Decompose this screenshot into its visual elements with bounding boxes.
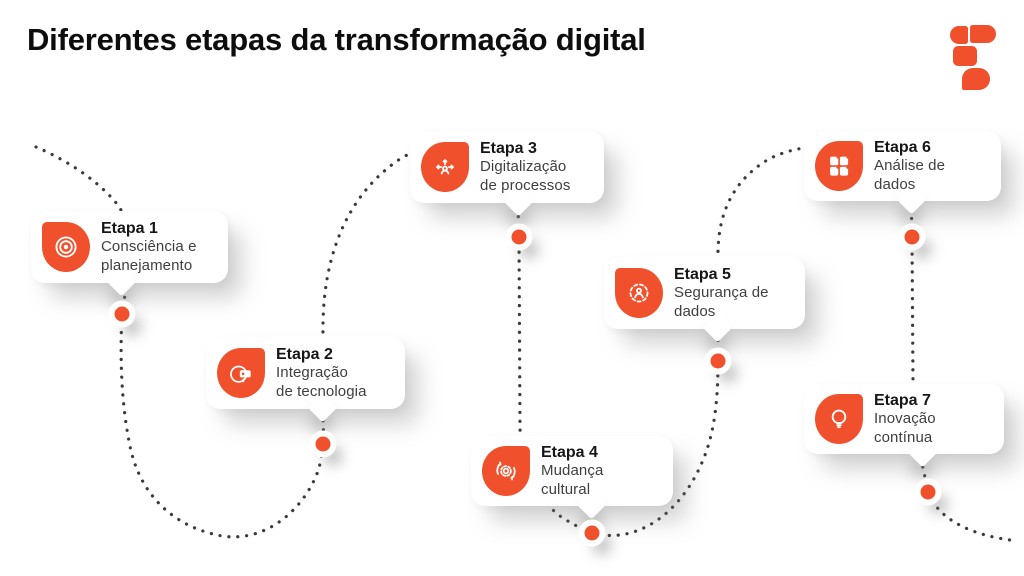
path-node-dot-6 bbox=[904, 229, 920, 245]
path-node-dot-4 bbox=[584, 525, 600, 541]
stage-label: Etapa 1 bbox=[101, 219, 158, 237]
stage-description: Mudança cultural bbox=[541, 461, 604, 498]
path-node-dot-3 bbox=[511, 229, 527, 245]
stage-description: Digitalização de processos bbox=[480, 157, 571, 194]
path-node-dot-2 bbox=[315, 436, 331, 452]
stage-label: Etapa 6 bbox=[874, 138, 931, 156]
lightbulb-icon bbox=[815, 394, 863, 444]
logo-shape bbox=[950, 26, 968, 44]
stage-card-2: Etapa 2 Integração de tecnologia bbox=[206, 337, 405, 423]
stage-description: Inovação contínua bbox=[874, 409, 936, 446]
stage-card-6: Etapa 6 Análise de dados bbox=[804, 131, 1001, 215]
stage-card-3: Etapa 3 Digitalização de processos bbox=[410, 131, 604, 217]
stage-card-4: Etapa 4 Mudança cultural bbox=[471, 436, 673, 520]
logo-shape bbox=[962, 68, 990, 90]
logo-shape bbox=[953, 46, 977, 66]
page-title: Diferentes etapas da transformação digit… bbox=[27, 22, 646, 57]
path-node-dot-1 bbox=[114, 306, 130, 322]
stage-description: Análise de dados bbox=[874, 156, 946, 193]
gear-person-icon bbox=[615, 268, 663, 318]
person-arrows-icon bbox=[421, 142, 469, 192]
vr-headset-icon bbox=[217, 348, 265, 398]
path-node-dot-5 bbox=[710, 353, 726, 369]
stage-label: Etapa 3 bbox=[480, 139, 537, 157]
stage-card-5: Etapa 5 Segurança de dados bbox=[604, 257, 805, 343]
stage-label: Etapa 2 bbox=[276, 345, 333, 363]
stage-description: Segurança de dados bbox=[674, 283, 769, 320]
brand-f-logo-icon bbox=[948, 24, 1008, 90]
gear-sync-icon bbox=[482, 446, 530, 496]
target-icon bbox=[42, 222, 90, 272]
stage-label: Etapa 4 bbox=[541, 443, 598, 461]
stage-label: Etapa 7 bbox=[874, 391, 931, 409]
stage-description: Consciência e planejamento bbox=[101, 237, 197, 274]
logo-shape bbox=[970, 25, 996, 43]
stage-label: Etapa 5 bbox=[674, 265, 731, 283]
path-node-dot-7 bbox=[920, 484, 936, 500]
documents-grid-icon bbox=[815, 141, 863, 191]
stage-card-7: Etapa 7 Inovação contínua bbox=[804, 384, 1004, 468]
stage-description: Integração de tecnologia bbox=[276, 363, 367, 400]
stage-card-1: Etapa 1 Consciência e planejamento bbox=[31, 211, 228, 297]
